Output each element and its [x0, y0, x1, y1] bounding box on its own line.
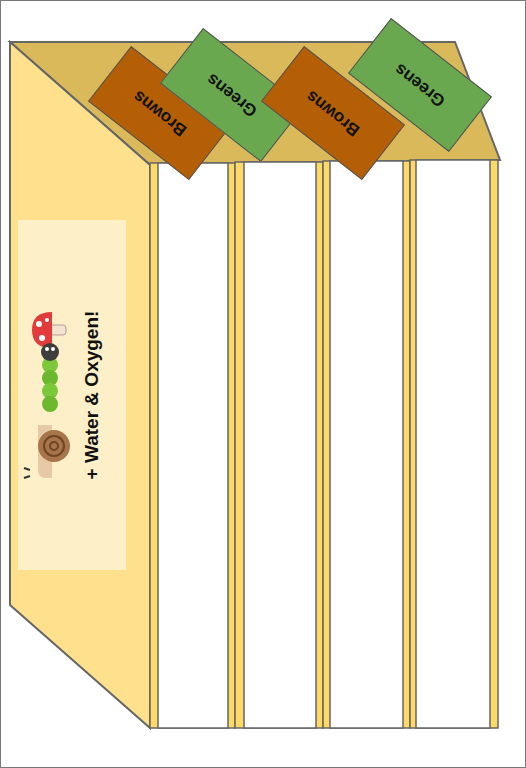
tab-label: Greens: [391, 59, 449, 111]
panel-label: + Water & Oxygen!: [81, 311, 103, 480]
mushroom-icon: [32, 312, 66, 348]
tab-label: Greens: [203, 69, 261, 121]
caterpillar-icon: [41, 343, 59, 412]
layer-columns: [150, 160, 498, 728]
water-oxygen-panel: + Water & Oxygen!: [18, 220, 126, 570]
snail-icon: [24, 425, 70, 478]
label-panel-ground: [18, 220, 126, 570]
tab-label: Browns: [302, 86, 363, 140]
box-side-face: [10, 42, 150, 728]
